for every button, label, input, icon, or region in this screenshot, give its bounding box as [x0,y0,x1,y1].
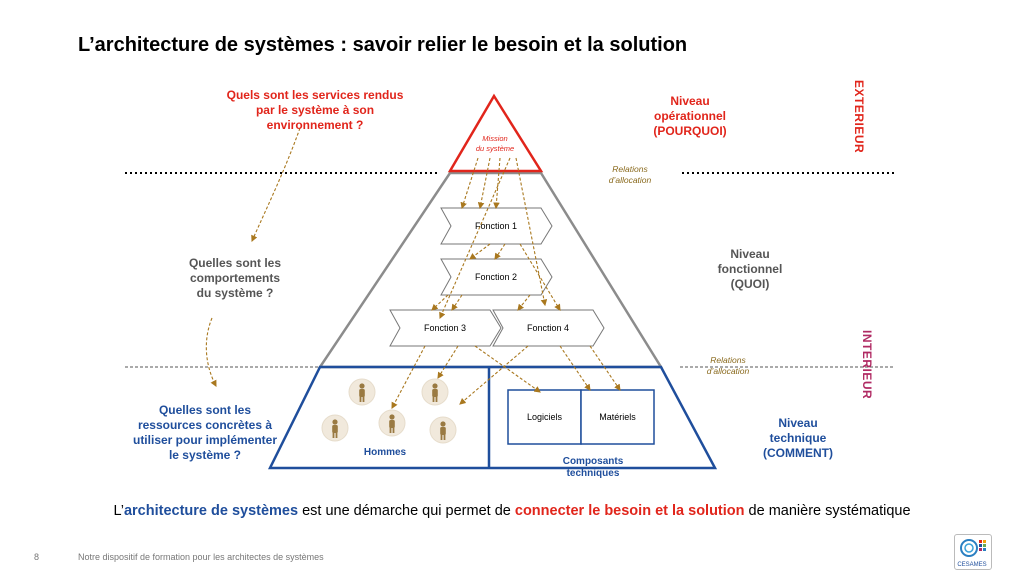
mission-triangle [447,93,544,173]
function-3-shape [389,309,502,347]
question-behaviours: Quelles sont les comportements du systèm… [188,256,282,300]
interior-label: INTERIEUR [860,330,874,400]
function-2-shape [440,258,553,296]
function-4-label: Fonction 4 [526,323,570,333]
hardware-label: Matériels [599,412,636,422]
allocation-arrows [205,127,621,409]
summary-sentence: L’architecture de systèmes est une démar… [113,503,911,519]
level-functional: Niveau fonctionnel (QUOI) [717,247,783,291]
function-2-label: Fonction 2 [474,272,518,282]
cesames-logo-icon [960,539,986,557]
mission-label: Mission du système [475,134,515,153]
components-label: Composants techniques [562,456,624,479]
cesames-logo [954,534,992,570]
hardware-box [580,389,655,445]
page-number: 8 [34,552,40,562]
software-label: Logiciels [526,412,563,422]
footer-text: Notre dispositif de formation pour les a… [78,552,324,562]
relations-allocation-bottom: Relations d’allocation [706,355,750,376]
page-title: L’architecture de systèmes : savoir reli… [78,34,688,56]
question-services: Quels sont les services rendus par le sy… [226,88,404,132]
technical-layer [267,365,718,470]
exterior-label: EXTERIEUR [852,80,866,154]
cesames-logo-text: CESAMES [957,562,987,568]
humans-label: Hommes [363,447,407,458]
level-technical: Niveau technique (COMMENT) [763,416,833,460]
function-1-shape [440,207,553,245]
relations-allocation-top: Relations d’allocation [608,164,652,185]
function-1-label: Fonction 1 [474,221,518,231]
human-figures [321,378,457,444]
function-4-shape [492,309,605,347]
level-operational: Niveau opérationnel (POURQUOI) [653,94,727,138]
function-3-label: Fonction 3 [423,323,467,333]
question-resources: Quelles sont les ressources concrètes à … [132,403,278,462]
